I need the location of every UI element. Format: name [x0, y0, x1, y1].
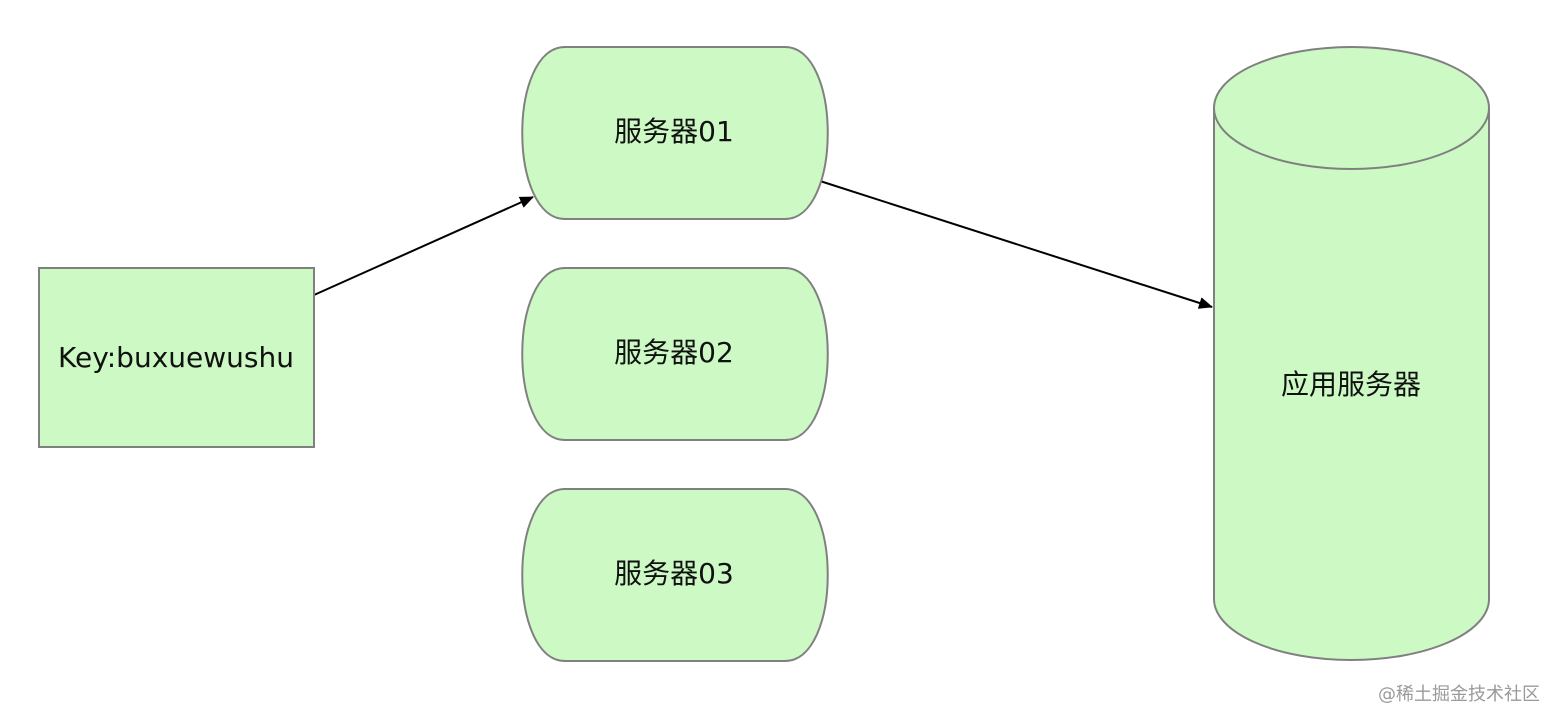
key-node-label: Key:buxuewushu: [58, 341, 294, 374]
server-01-node[interactable]: 服务器01: [521, 46, 829, 220]
server-02-node[interactable]: 服务器02: [521, 267, 829, 441]
server-03-node[interactable]: 服务器03: [521, 488, 829, 662]
server-02-shape: [521, 267, 829, 441]
key-node-box: [38, 267, 315, 448]
app-server-cylinder-body: [1213, 108, 1490, 661]
server-03-label: 服务器03: [614, 557, 734, 590]
watermark-text: @稀土掘金技术社区: [1378, 684, 1540, 705]
edge-key-to-server01: [313, 196, 534, 296]
edge-server01-to-app-server: [819, 180, 1213, 309]
key-node[interactable]: Key:buxuewushu: [38, 267, 315, 448]
server-02-label: 服务器02: [614, 336, 734, 369]
server-01-label: 服务器01: [614, 115, 734, 148]
app-server-node[interactable]: 应用服务器: [1213, 46, 1490, 661]
app-server-cylinder-top: [1213, 46, 1490, 170]
server-01-shape: [521, 46, 829, 220]
app-server-label: 应用服务器: [1281, 368, 1421, 401]
server-03-shape: [521, 488, 829, 662]
